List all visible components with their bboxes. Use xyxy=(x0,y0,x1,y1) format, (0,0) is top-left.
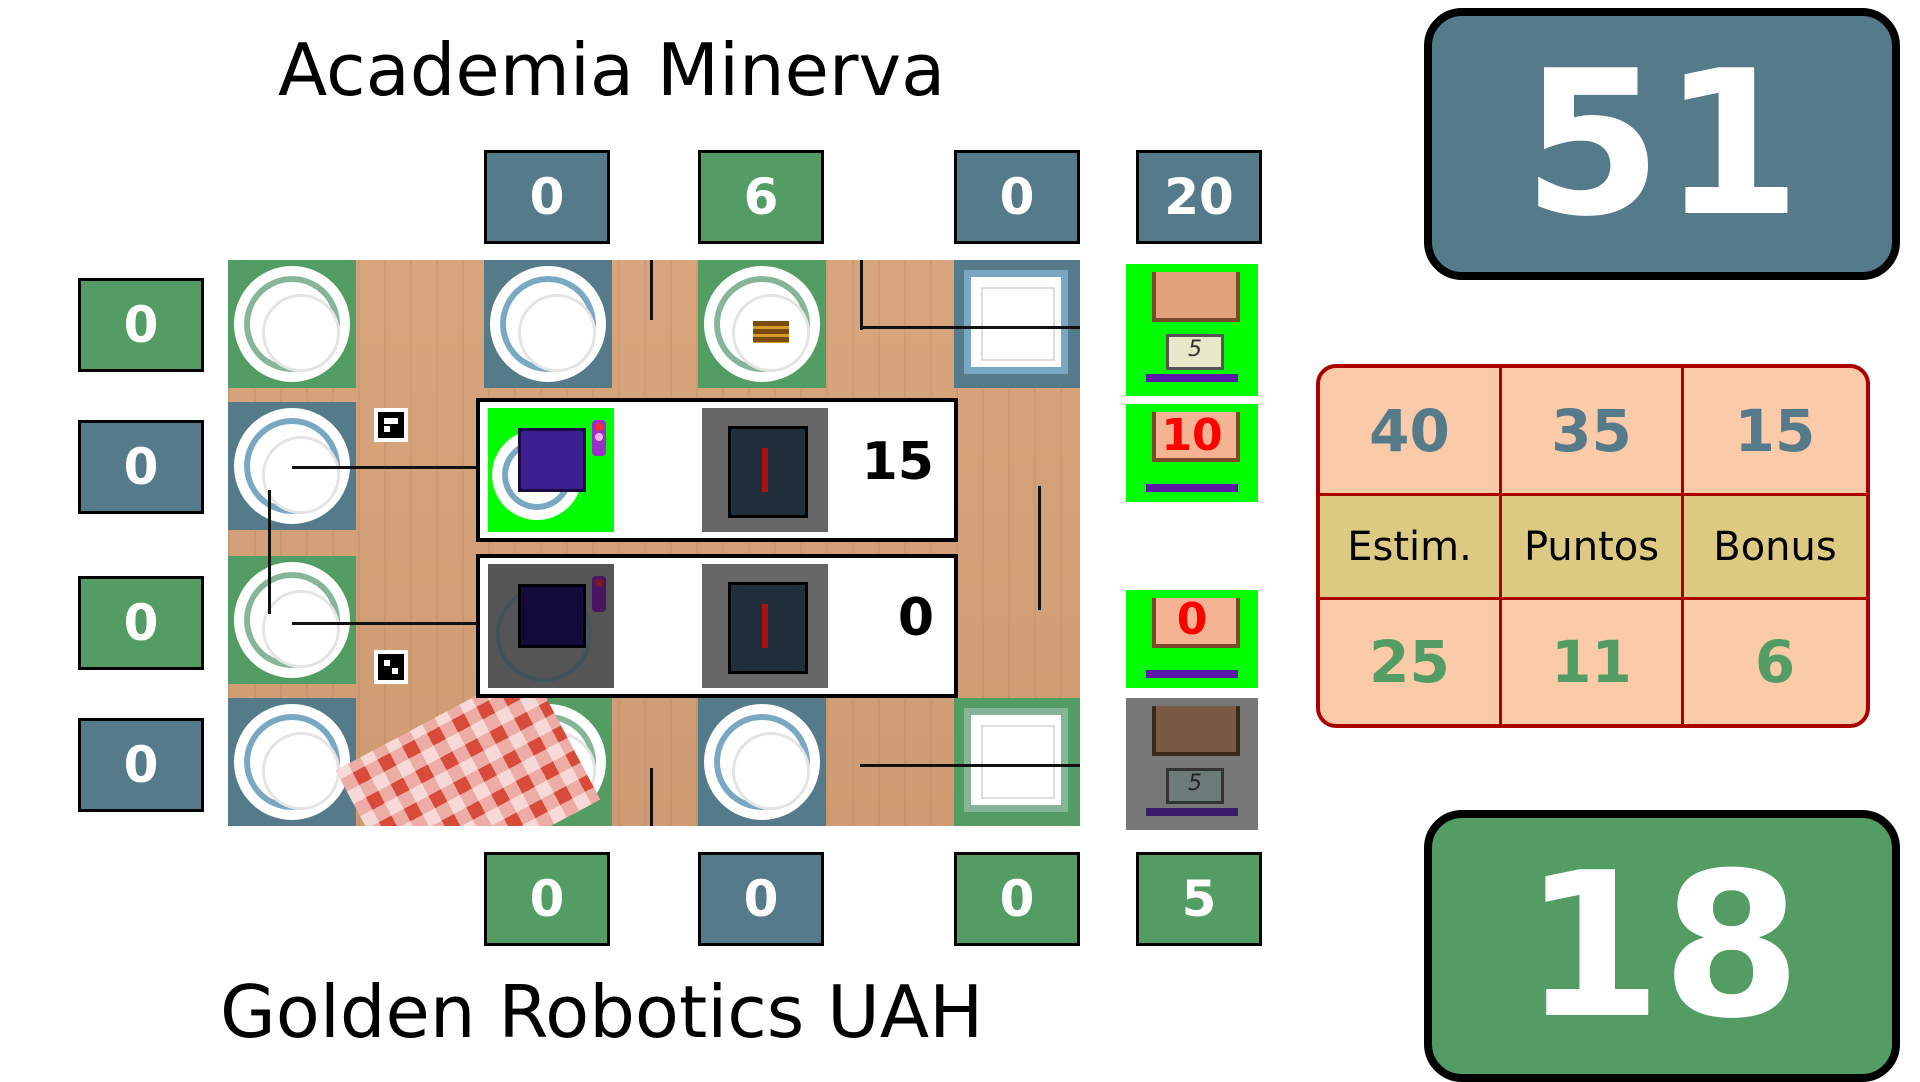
aruco-marker-icon xyxy=(374,650,408,684)
stat-top-bonus: 15 xyxy=(1684,368,1866,496)
stat-bottom-estim: 25 xyxy=(1320,600,1502,724)
top-team-name: Academia Minerva xyxy=(278,28,946,112)
traffic-light-icon xyxy=(592,420,606,456)
top-counter-4: 20 xyxy=(1136,150,1262,244)
plate-icon xyxy=(234,266,350,382)
robot-bottom-score: 0 xyxy=(897,588,934,648)
bottom-counter-4: 5 xyxy=(1136,852,1262,946)
cake-layers-icon xyxy=(753,321,789,343)
cake-basket-mid-top: 10 xyxy=(1126,404,1258,502)
tile-blue xyxy=(698,698,826,826)
square-plate-icon xyxy=(964,270,1068,374)
plate-icon xyxy=(704,266,820,382)
plate-icon xyxy=(234,562,350,678)
top-team-total-score: 51 xyxy=(1424,8,1900,280)
top-counter-2: 6 xyxy=(698,150,824,244)
bottom-team-total-score: 18 xyxy=(1424,810,1900,1082)
tile-green xyxy=(228,260,356,388)
stat-header-bonus: Bonus xyxy=(1684,496,1866,600)
scale-display: 5 xyxy=(1166,768,1224,804)
robot-icon xyxy=(518,584,586,648)
cake-basket-mid-bottom: 0 xyxy=(1126,590,1258,688)
cake-basket-top: 5 xyxy=(1126,264,1258,396)
bottom-counter-3: 0 xyxy=(954,852,1080,946)
stat-bottom-puntos: 11 xyxy=(1502,600,1684,724)
plate-icon xyxy=(234,704,350,820)
stat-bottom-bonus: 6 xyxy=(1754,628,1796,696)
plate-icon xyxy=(490,266,606,382)
tile-blue xyxy=(228,698,356,826)
robot-panel-top: 15 xyxy=(476,398,958,542)
tile-blue xyxy=(954,260,1080,388)
left-counter-2: 0 xyxy=(78,420,204,514)
stat-top-puntos: 35 xyxy=(1502,368,1684,496)
cake-basket-bottom: 5 xyxy=(1126,698,1258,830)
robot-top-score: 15 xyxy=(861,432,934,492)
left-counter-3: 0 xyxy=(78,576,204,670)
square-plate-icon xyxy=(964,708,1068,812)
tile-green xyxy=(698,260,826,388)
game-board xyxy=(228,260,1080,826)
top-counter-3: 0 xyxy=(954,150,1080,244)
basket-count: 0 xyxy=(1176,594,1208,645)
robot-panel-bottom: 0 xyxy=(476,554,958,698)
stat-header-puntos: Puntos xyxy=(1502,496,1684,600)
opponent-robot-icon xyxy=(702,408,828,532)
top-counter-1: 0 xyxy=(484,150,610,244)
tile-blue xyxy=(484,260,612,388)
aruco-marker-icon xyxy=(374,408,408,442)
basket-icon xyxy=(1152,272,1240,322)
robot-top-tile xyxy=(488,408,614,532)
left-counter-4: 0 xyxy=(78,718,204,812)
robot-bottom-tile xyxy=(488,564,614,688)
stat-top-estim: 40 xyxy=(1320,368,1502,496)
stats-table: 40 35 15 Estim. Puntos Bonus 25 11 6 xyxy=(1316,364,1870,728)
scale-display: 5 xyxy=(1166,334,1224,370)
bottom-counter-2: 0 xyxy=(698,852,824,946)
bottom-team-name: Golden Robotics UAH xyxy=(220,970,984,1054)
robot-icon xyxy=(518,428,586,492)
stat-header-estim: Estim. xyxy=(1320,496,1502,600)
tile-green xyxy=(228,556,356,684)
opponent-robot-icon xyxy=(702,564,828,688)
plate-icon xyxy=(704,704,820,820)
basket-count: 10 xyxy=(1161,410,1223,461)
traffic-light-icon xyxy=(592,576,606,612)
tile-green xyxy=(954,698,1080,826)
bottom-counter-1: 0 xyxy=(484,852,610,946)
left-counter-1: 0 xyxy=(78,278,204,372)
